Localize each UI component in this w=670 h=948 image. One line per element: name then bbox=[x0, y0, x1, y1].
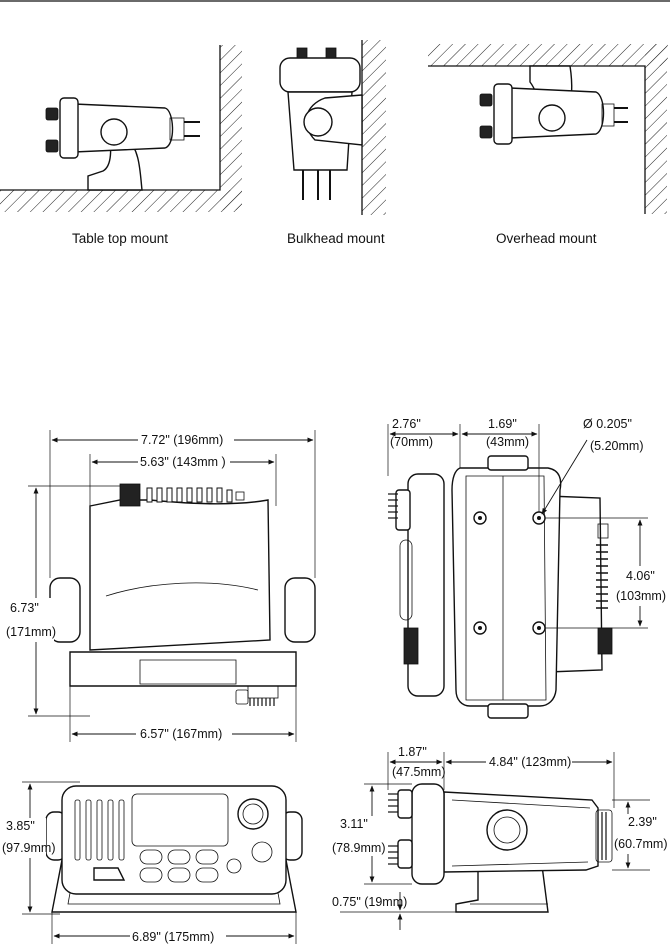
caption-overhead: Overhead mount bbox=[496, 231, 597, 246]
dim-hole-diameter-mm: (5.20mm) bbox=[590, 439, 643, 453]
dim-profile-height-mm: (78.9mm) bbox=[332, 841, 385, 855]
dim-side-front-mm: (70mm) bbox=[390, 435, 433, 449]
dim-profile-depth: 4.84" (123mm) bbox=[489, 755, 571, 769]
caption-table-top: Table top mount bbox=[72, 231, 168, 246]
front-view-drawing bbox=[45, 785, 303, 913]
side-view-drawing bbox=[388, 455, 613, 719]
dim-front-width: 6.89" (175mm) bbox=[132, 930, 214, 944]
dim-profile-height-in: 3.11" bbox=[340, 817, 368, 831]
profile-view-drawing bbox=[388, 783, 613, 913]
dim-hole-offset-mm: (43mm) bbox=[486, 435, 529, 449]
dim-side-front-in: 2.76" bbox=[392, 417, 421, 431]
dim-hole-diameter-in: Ø 0.205" bbox=[583, 417, 632, 431]
dim-hole-spacing-mm: (103mm) bbox=[616, 589, 666, 603]
bulkhead-mount-illustration bbox=[279, 40, 386, 215]
dim-profile-front-in: 1.87" bbox=[398, 745, 427, 759]
dim-height-mm: (171mm) bbox=[6, 625, 56, 639]
dim-base-width: 6.57" (167mm) bbox=[140, 727, 222, 741]
dim-hole-offset-in: 1.69" bbox=[488, 417, 517, 431]
dim-front-height-in: 3.85" bbox=[6, 819, 35, 833]
dim-front-height-mm: (97.9mm) bbox=[2, 841, 55, 855]
caption-bulkhead: Bulkhead mount bbox=[287, 231, 385, 246]
dim-profile-rear-mm: (60.7mm) bbox=[614, 837, 667, 851]
dim-profile-base: 0.75" (19mm) bbox=[332, 895, 407, 909]
dim-height-in: 6.73" bbox=[10, 601, 39, 615]
dim-overall-width: 7.72" (196mm) bbox=[141, 433, 223, 447]
dim-hole-spacing-in: 4.06" bbox=[626, 569, 655, 583]
top-view-drawing bbox=[49, 483, 316, 706]
dim-profile-front-mm: (47.5mm) bbox=[392, 765, 445, 779]
dim-profile-rear-in: 2.39" bbox=[628, 815, 657, 829]
table-top-mount-illustration bbox=[0, 45, 242, 212]
dim-bracket-width: 5.63" (143mm ) bbox=[140, 455, 226, 469]
overhead-mount-illustration bbox=[428, 44, 668, 214]
